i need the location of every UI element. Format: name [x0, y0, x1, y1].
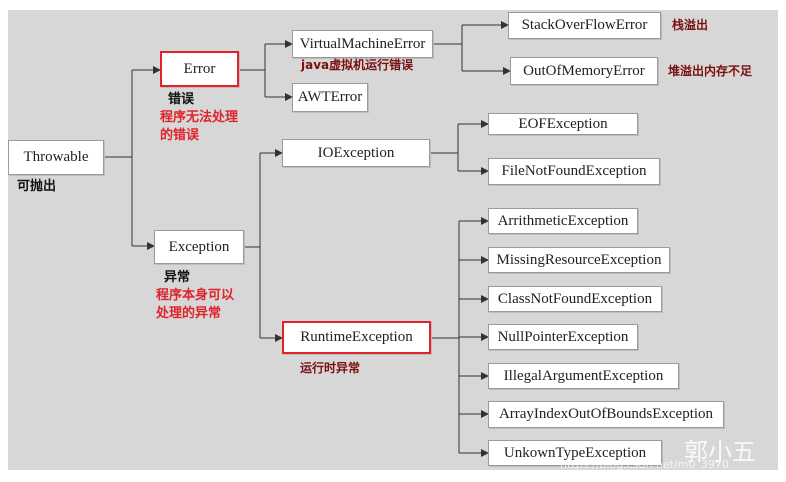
throwable-note: 可抛出 [17, 179, 57, 194]
error-description-line2: 的错误 [160, 128, 200, 143]
runtime-note: 运行时异常 [300, 361, 361, 375]
node-stack-overflow-error: StackOverFlowError [508, 12, 661, 39]
node-missing-resource-exception: MissingResourceException [488, 247, 670, 273]
node-eof-exception: EOFException [488, 113, 638, 135]
oom-note: 堆溢出内存不足 [668, 64, 753, 78]
node-virtual-machine-error: VirtualMachineError [292, 30, 433, 58]
exception-description-line2: 处理的异常 [156, 306, 222, 321]
watermark-name: 郭小五 [684, 438, 756, 466]
vm-error-note: java虚拟机运行错误 [301, 58, 414, 72]
node-null-pointer-exception: NullPointerException [488, 324, 638, 350]
node-throwable: Throwable [8, 140, 104, 175]
error-note: 错误 [168, 92, 195, 107]
node-class-not-found-exception: ClassNotFoundException [488, 286, 662, 312]
node-io-exception: IOException [282, 139, 430, 167]
diagram-canvas [8, 10, 778, 470]
node-array-index-exception: ArrayIndexOutOfBoundsException [488, 401, 724, 428]
watermark-url: https://blog.csdn.net/m0_3970 [560, 458, 729, 471]
exception-note: 异常 [164, 270, 191, 285]
stack-overflow-note: 栈溢出 [672, 18, 709, 32]
node-unknown-type-exception: UnkownTypeException [488, 440, 662, 466]
node-error: Error [160, 51, 239, 87]
node-arithmetic-exception: ArrithmeticException [488, 208, 638, 234]
error-description-line1: 程序无法处理 [160, 110, 239, 125]
node-illegal-argument-exception: IllegalArgumentException [488, 363, 679, 389]
node-awt-error: AWTError [292, 83, 368, 112]
node-exception: Exception [154, 230, 244, 264]
node-runtime-exception: RuntimeException [282, 321, 431, 354]
node-out-of-memory-error: OutOfMemoryError [510, 57, 658, 85]
exception-description-line1: 程序本身可以 [156, 288, 235, 303]
node-file-not-found-exception: FileNotFoundException [488, 158, 660, 185]
